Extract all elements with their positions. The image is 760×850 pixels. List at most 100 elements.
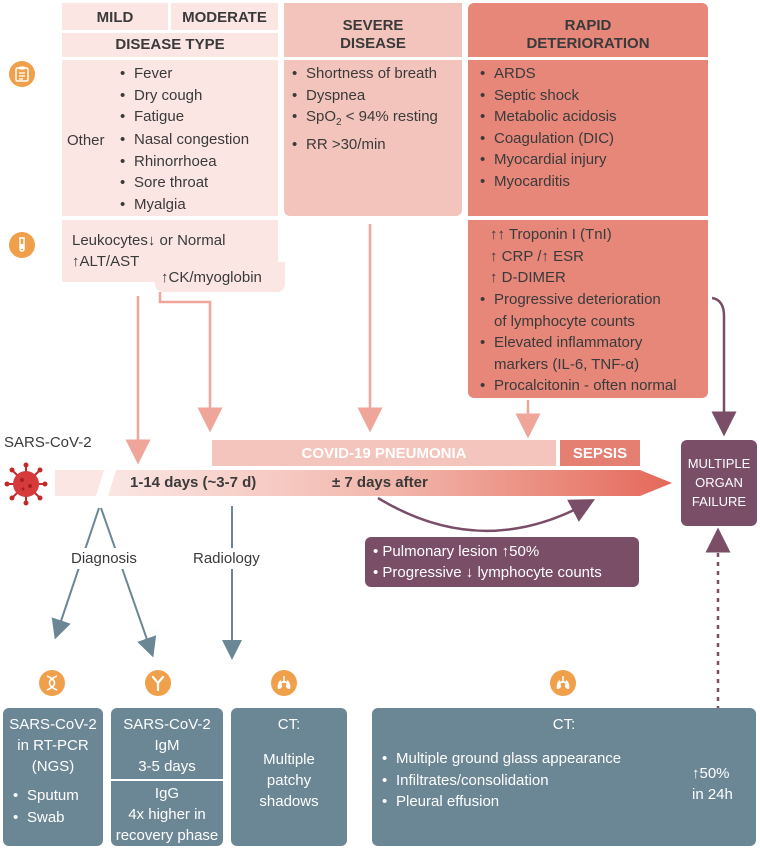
pcr-box: SARS-CoV-2 in RT-PCR (NGS) Sputum Swab <box>3 708 103 846</box>
diagnosis-label: Diagnosis <box>68 548 140 569</box>
disease-type-label: DISEASE TYPE <box>115 36 225 53</box>
mild-symptoms-panel: Fever Dry cough Fatigue Other Nasal cong… <box>62 60 278 216</box>
ig-line-1: SARS-CoV-2 <box>123 716 211 733</box>
leukocytes-label: Leukocytes <box>72 232 148 249</box>
ct-line-2: patchy <box>266 772 312 789</box>
severe-divider <box>284 57 462 60</box>
mild-label: MILD <box>96 9 134 26</box>
organ-failure-line-1: MULTIPLE <box>687 456 751 471</box>
list-item: SpO2 < 94% resting <box>292 106 438 134</box>
list-item: Myalgia <box>120 194 249 216</box>
other-label: Other <box>67 132 105 149</box>
mild-moderate-header: MILD MODERATE DISEASE TYPE <box>62 3 278 57</box>
double-up-arrow-icon: ↑↑ <box>490 226 505 243</box>
moderate-label: MODERATE <box>182 9 267 26</box>
up-arrow-icon: ↑ <box>72 253 80 270</box>
days-label: 1-14 days (~3-7 d) <box>130 474 257 491</box>
list-item: Infiltrates/consolidation <box>382 770 621 792</box>
ck-arrow <box>158 292 223 433</box>
sepsis-label: SEPSIS <box>572 445 628 462</box>
ct-box-late: CT: Multiple ground glass appearance Inf… <box>372 708 756 846</box>
list-item: ARDS <box>480 63 617 85</box>
progression-box: • Pulmonary lesion ↑50% • Progressive ↓ … <box>365 537 639 587</box>
leukocytes-line: Leukocytes↓ or Normal <box>72 230 225 251</box>
list-item: Dyspnea <box>292 85 438 107</box>
progression-line-1: • Pulmonary lesion ↑50% <box>373 543 540 560</box>
crp-label: CRP / <box>501 248 542 265</box>
clipboard-icon <box>9 61 35 87</box>
list-item: Multiple ground glass appearance <box>382 748 621 770</box>
up-arrow-icon: ↑ <box>501 543 510 560</box>
pneumonia-bar: COVID-19 PNEUMONIA <box>212 440 556 466</box>
timeline-start-segment <box>55 470 104 496</box>
radiology-label: Radiology <box>190 548 263 569</box>
ig-divider <box>111 779 223 781</box>
igg-label: IgG <box>154 785 180 802</box>
igg-line-1: 4x higher in <box>128 806 206 823</box>
alt-ast-line: ↑ALT/AST <box>72 251 139 272</box>
list-item: Myocardial injury <box>480 149 617 171</box>
other-symptom-list: Nasal congestion Rhinorrhoea Sore throat… <box>120 129 249 215</box>
organ-failure-line-3: FAILURE <box>691 494 747 509</box>
rapid-labs-panel: ↑↑ Troponin I (TnI) ↑ CRP /↑ ESR ↑ D-DIM… <box>468 220 708 398</box>
list-item: Procalcitonin - often normal <box>480 375 677 397</box>
coronavirus-icon <box>4 462 48 506</box>
ck-label: CK/myoglobin <box>168 269 262 286</box>
up-arrow-icon: ↑ <box>692 765 700 782</box>
antibody-icon <box>145 670 171 696</box>
down-arrow-icon: ↓ <box>465 564 474 581</box>
list-item: Sputum <box>13 785 103 807</box>
header-divider-vertical <box>168 3 171 30</box>
igm-label: IgM <box>154 737 180 754</box>
rapid-title-2: DETERIORATION <box>526 35 650 52</box>
up-arrow-icon: ↑ <box>161 269 169 286</box>
ct-pct-line: ↑50% <box>692 765 730 782</box>
list-item: Myocarditis <box>480 171 617 193</box>
list-item: Pleural effusion <box>382 791 621 813</box>
spo2-rest: < 94% resting <box>341 108 438 125</box>
antibody-box: SARS-CoV-2 IgM 3-5 days IgG 4x higher in… <box>111 708 223 846</box>
organ-failure-line-2: ORGAN <box>695 475 743 490</box>
list-item: Dry cough <box>120 85 202 107</box>
ck-line: ↑CK/myoglobin <box>161 267 262 288</box>
pcr-line-2: in RT-PCR <box>17 737 89 754</box>
header-divider-horizontal <box>62 30 278 33</box>
troponin-line: ↑↑ Troponin I (TnI) <box>490 224 612 245</box>
sepsis-bar: SEPSIS <box>560 440 640 466</box>
pcr-line-3: (NGS) <box>31 758 75 775</box>
list-item: RR >30/min <box>292 134 438 156</box>
troponin-label: Troponin I (TnI) <box>508 226 612 243</box>
ct-24h: in 24h <box>692 786 733 803</box>
esr-label: ESR <box>553 248 584 265</box>
ct-box-early: CT: Multiple patchy shadows <box>231 708 347 846</box>
spo2-subscript: 2 <box>336 117 342 128</box>
ct-title: CT: <box>277 716 301 733</box>
ct-line-1: Multiple <box>263 751 315 768</box>
ddimer-line: ↑ D-DIMER <box>490 267 566 288</box>
lungs-icon <box>271 670 297 696</box>
spo2-label: SpO <box>306 108 337 125</box>
list-item: Shortness of breath <box>292 63 438 85</box>
alt-ast-label: ALT/AST <box>79 253 140 270</box>
list-item: Coagulation (DIC) <box>480 128 617 150</box>
diagnosis-arrow-left <box>51 507 100 640</box>
list-item: Metabolic acidosis <box>480 106 617 128</box>
pcr-sample-list: Sputum Swab <box>13 785 103 828</box>
up-arrow-icon: ↑ <box>490 269 498 286</box>
test-tube-icon <box>9 232 35 258</box>
ddimer-label: D-DIMER <box>501 269 566 286</box>
crp-esr-line: ↑ CRP /↑ ESR <box>490 246 584 267</box>
severe-panel: SEVERE DISEASE Shortness of breath Dyspn… <box>284 3 462 216</box>
leukocytes-suffix: or Normal <box>155 232 226 249</box>
down-arrow-icon: ↓ <box>147 232 156 249</box>
progression-curve-arrow <box>377 496 596 532</box>
progression-line-2: • Progressive ↓ lymphocyte counts <box>373 564 602 581</box>
list-item: Fatigue <box>120 106 202 128</box>
rapid-panel: RAPID DETERIORATION ARDS Septic shock Me… <box>468 3 708 216</box>
mild-symptom-list: Fever Dry cough Fatigue <box>120 63 202 128</box>
pneumonia-label: COVID-19 PNEUMONIA <box>301 445 467 462</box>
lungs-icon <box>550 670 576 696</box>
